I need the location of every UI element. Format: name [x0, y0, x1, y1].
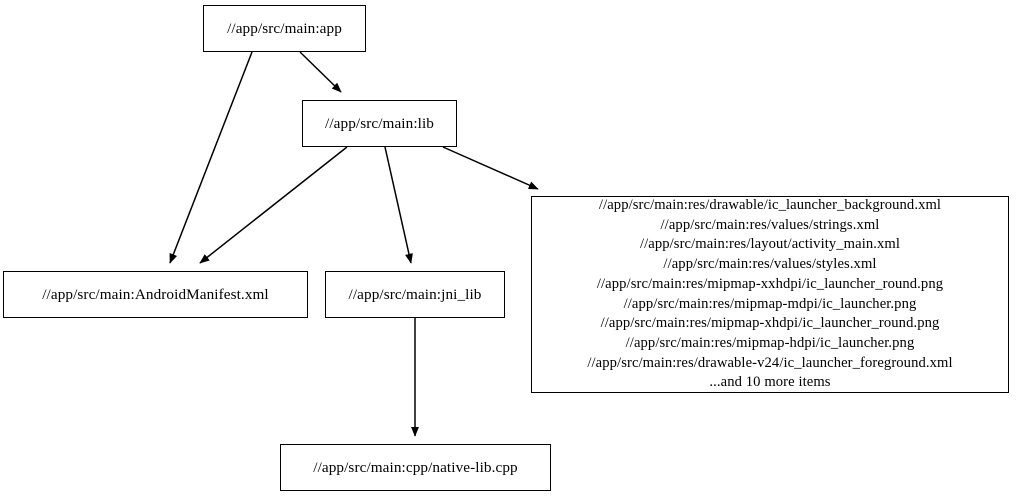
edge-lib-to-manifest — [199, 146, 348, 264]
graph-node-lib-label: //app/src/main:lib — [325, 114, 434, 132]
graph-node-lib[interactable]: //app/src/main:lib — [302, 100, 457, 147]
graph-node-res-resources-label: //app/src/main:res/drawable/ic_launcher_… — [587, 196, 953, 391]
graph-node-app[interactable]: //app/src/main:app — [203, 5, 366, 52]
edge-app-to-manifest — [169, 51, 253, 264]
graph-node-native-lib-cpp-label: //app/src/main:cpp/native-lib.cpp — [313, 458, 518, 476]
edge-app-to-lib — [299, 51, 342, 93]
graph-node-res-resources[interactable]: //app/src/main:res/drawable/ic_launcher_… — [531, 196, 1009, 393]
graph-node-android-manifest[interactable]: //app/src/main:AndroidManifest.xml — [3, 271, 308, 318]
edge-lib-to-jni-lib — [384, 146, 413, 264]
graph-node-app-label: //app/src/main:app — [227, 19, 342, 37]
graph-node-jni-lib[interactable]: //app/src/main:jni_lib — [325, 271, 505, 318]
edge-lib-to-res — [442, 146, 539, 190]
graph-node-jni-lib-label: //app/src/main:jni_lib — [348, 285, 482, 303]
graph-node-native-lib-cpp[interactable]: //app/src/main:cpp/native-lib.cpp — [280, 444, 551, 491]
graph-node-android-manifest-label: //app/src/main:AndroidManifest.xml — [42, 285, 269, 303]
